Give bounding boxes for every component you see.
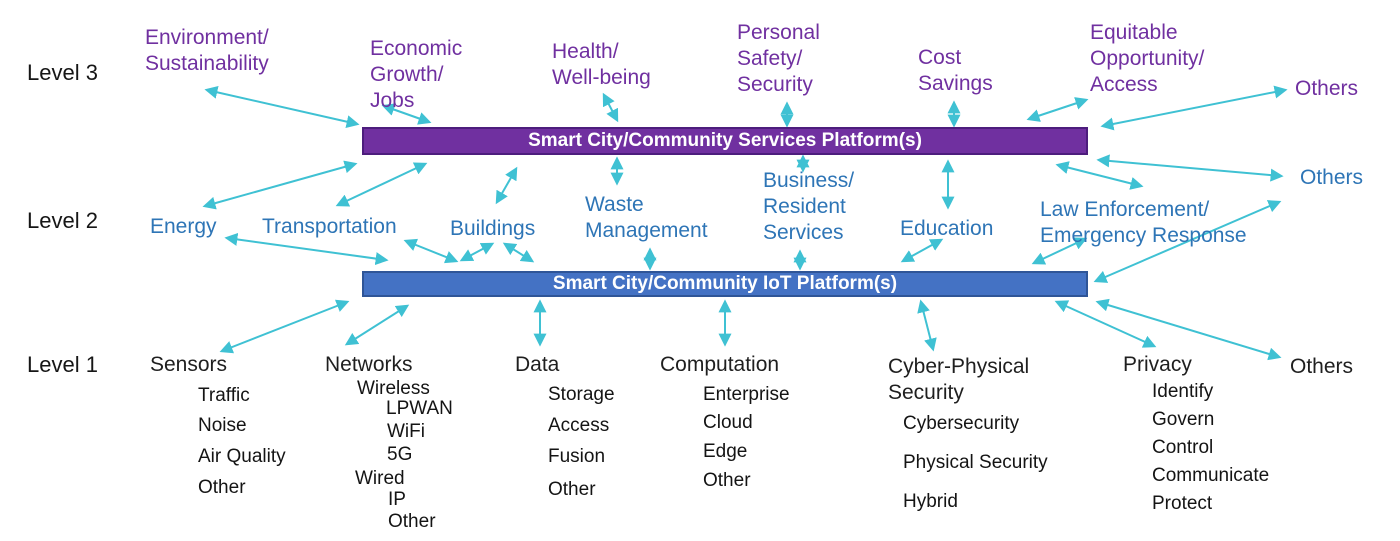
cps-item-cybersecurity: Cybersecurity	[903, 413, 1020, 434]
connector-arrow	[335, 162, 428, 207]
level2-item-others: Others	[1300, 166, 1364, 189]
level3-item-others: Others	[1295, 77, 1359, 100]
level2-row-label: Level 2	[27, 208, 98, 233]
data-item-access: Access	[548, 415, 610, 436]
data-item-other: Other	[548, 479, 596, 500]
networks-item-5g: 5G	[387, 444, 413, 465]
level3-item-cost-savings: Cost Savings	[918, 46, 993, 95]
level2-item-transportation: Transportation	[262, 215, 397, 238]
data-item-storage: Storage	[548, 384, 615, 405]
connector-arrow	[219, 299, 350, 354]
services-platform-bar-label: Smart City/Community Services Platform(s…	[528, 130, 922, 151]
connector-arrow	[202, 160, 358, 210]
networks-item-wireless: Wireless	[357, 378, 430, 399]
level1-group-networks: Networks	[325, 353, 413, 376]
level3-item-equitable-opportunity-access: Equitable Opportunity/ Access	[1090, 21, 1205, 96]
level2-item-buildings: Buildings	[450, 217, 536, 240]
level2-item-waste-management: Waste Management	[585, 193, 708, 242]
privacy-item-control: Control	[1152, 437, 1214, 458]
level2-item-law-enforcement-emergency-response: Law Enforcement/ Emergency Response	[1040, 198, 1247, 247]
cps-item-hybrid: Hybrid	[903, 491, 958, 512]
level1-group-computation: Computation	[660, 353, 780, 376]
connector-arrow	[1055, 161, 1144, 190]
level3-row-label: Level 3	[27, 60, 98, 85]
connector-arrow	[495, 166, 518, 205]
sensors-item-noise: Noise	[198, 415, 247, 436]
connector-arrow	[344, 304, 410, 346]
level1-group-others: Others	[1290, 355, 1354, 378]
level3-item-personal-safety-security: Personal Safety/ Security	[737, 21, 820, 96]
level1-group-privacy: Privacy	[1123, 353, 1192, 376]
computation-item-other: Other	[703, 470, 751, 491]
sensors-item-traffic: Traffic	[198, 385, 250, 406]
level1-group-data: Data	[515, 353, 560, 376]
iot-platform-bar: Smart City/Community IoT Platform(s)	[362, 271, 1088, 297]
networks-item-other: Other	[388, 511, 436, 532]
level1-row-label: Level 1	[27, 352, 98, 377]
level3-item-health-well-being: Health/ Well-being	[552, 40, 651, 89]
level3-item-economic-growth-jobs: Economic Growth/ Jobs	[370, 37, 463, 112]
networks-item-wired: Wired	[355, 468, 405, 489]
cps-item-physical-security: Physical Security	[903, 452, 1048, 473]
data-item-fusion: Fusion	[548, 446, 606, 467]
level1-group-cyber-physical-security: Cyber-Physical Security	[888, 355, 1030, 404]
computation-item-edge: Edge	[703, 441, 748, 462]
privacy-item-govern: Govern	[1152, 409, 1215, 430]
connector-arrow	[204, 85, 360, 129]
connector-arrow	[403, 238, 459, 264]
level3-item-environment-sustainability: Environment/ Sustainability	[145, 26, 269, 75]
privacy-item-protect: Protect	[1152, 493, 1213, 514]
level2-item-education: Education	[900, 217, 994, 240]
connector-arrow	[1096, 154, 1284, 182]
sensors-item-other: Other	[198, 477, 246, 498]
connector-arrow	[459, 242, 495, 262]
networks-item-lpwan: LPWAN	[386, 398, 453, 419]
iot-platform-bar-label: Smart City/Community IoT Platform(s)	[552, 273, 898, 294]
connector-arrow	[1026, 97, 1089, 122]
connector-arrow	[917, 299, 937, 352]
computation-item-cloud: Cloud	[703, 412, 753, 433]
connector-arrow	[1054, 300, 1157, 348]
networks-item-ip: IP	[388, 489, 406, 510]
connector-arrow	[502, 242, 535, 263]
networks-item-wifi: WiFi	[387, 421, 425, 442]
connector-arrow	[900, 238, 944, 263]
level2-item-energy: Energy	[150, 215, 217, 238]
level1-group-sensors: Sensors	[150, 353, 228, 376]
sensors-item-air-quality: Air Quality	[198, 446, 286, 467]
privacy-item-identify: Identify	[1152, 381, 1214, 402]
iot-to-level1-arrows	[219, 298, 1282, 361]
services-platform-bar: Smart City/Community Services Platform(s…	[362, 127, 1088, 155]
connector-arrow	[224, 232, 389, 266]
computation-item-enterprise: Enterprise	[703, 384, 790, 405]
level2-item-business-resident-services: Business/ Resident Services	[763, 169, 855, 244]
privacy-item-communicate: Communicate	[1152, 465, 1270, 486]
connector-arrow	[602, 92, 619, 123]
connector-arrow	[1095, 298, 1282, 361]
